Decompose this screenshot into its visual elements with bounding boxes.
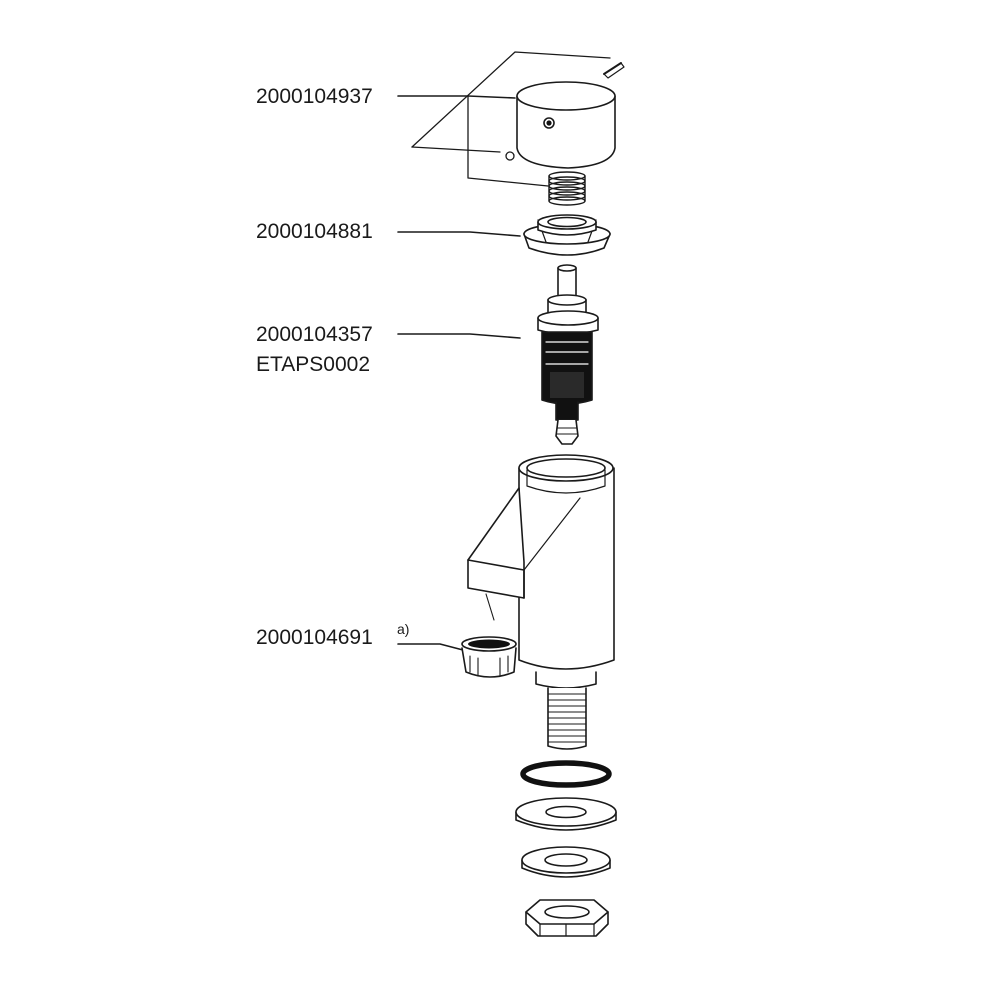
aerator-footnote: a) <box>397 621 410 637</box>
flat-washer-upper <box>515 797 617 831</box>
bonnet-nut <box>523 214 611 256</box>
flat-washer-lower <box>521 846 611 878</box>
pin-hole-marker <box>505 151 515 161</box>
spring <box>548 171 586 206</box>
leader-lines <box>397 95 521 651</box>
part-number-aerator: 2000104691 <box>256 626 373 649</box>
tap-body <box>467 454 615 670</box>
assembly-plane-lines <box>411 51 625 187</box>
part-number-cartridge: 2000104357 <box>256 323 373 346</box>
cartridge <box>537 264 599 445</box>
threaded-shank <box>535 671 597 750</box>
part-number-nut: 2000104881 <box>256 220 373 243</box>
cap-handle <box>516 81 616 169</box>
hex-lock-nut <box>525 899 609 937</box>
part-number-cap: 2000104937 <box>256 85 373 108</box>
part-number-cartridge-alt: ETAPS0002 <box>256 353 371 376</box>
aerator <box>461 636 517 678</box>
o-ring <box>520 760 612 788</box>
